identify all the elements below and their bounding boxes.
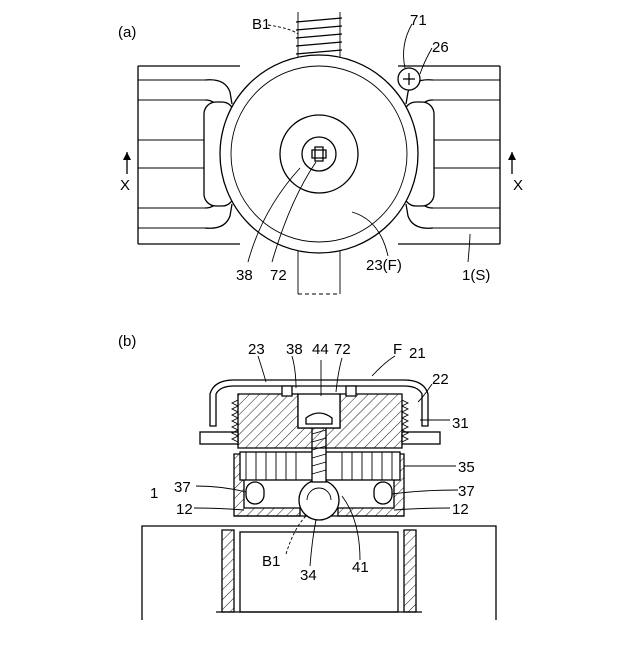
label-1s: 1(S) — [462, 267, 490, 284]
label-x-left: X — [120, 177, 130, 194]
label-1: 1 — [150, 485, 158, 502]
label-b1-a: B1 — [252, 16, 270, 33]
label-38-b: 38 — [286, 341, 303, 358]
disk-23f — [220, 55, 418, 253]
section-marker-right: X — [508, 152, 523, 194]
label-21: 21 — [409, 345, 426, 362]
label-71: 71 — [410, 12, 427, 29]
label-12-left: 12 — [176, 501, 193, 518]
base-1 — [142, 526, 496, 620]
label-f: F — [393, 341, 402, 358]
ball-34 — [299, 480, 339, 520]
panel-b-tag: (b) — [118, 333, 136, 350]
label-38-a: 38 — [236, 267, 253, 284]
section-marker-left: X — [120, 152, 131, 194]
label-37-right: 37 — [458, 483, 475, 500]
label-72-b: 72 — [334, 341, 351, 358]
label-31: 31 — [452, 415, 469, 432]
panel-a-tag: (a) — [118, 24, 136, 41]
label-41: 41 — [352, 559, 369, 576]
label-72-a: 72 — [270, 267, 287, 284]
label-22: 22 — [432, 371, 449, 388]
label-34: 34 — [300, 567, 317, 584]
label-b1-b: B1 — [262, 553, 280, 570]
label-x-right: X — [513, 177, 523, 194]
label-26: 26 — [432, 39, 449, 56]
label-12-right: 12 — [452, 501, 469, 518]
screw-71 — [398, 68, 420, 90]
label-23: 23 — [248, 341, 265, 358]
spring-b1-top — [296, 12, 342, 58]
label-23f: 23(F) — [366, 257, 402, 274]
label-37-left: 37 — [174, 479, 191, 496]
label-35: 35 — [458, 459, 475, 476]
label-44: 44 — [312, 341, 329, 358]
knob-body — [238, 394, 402, 448]
